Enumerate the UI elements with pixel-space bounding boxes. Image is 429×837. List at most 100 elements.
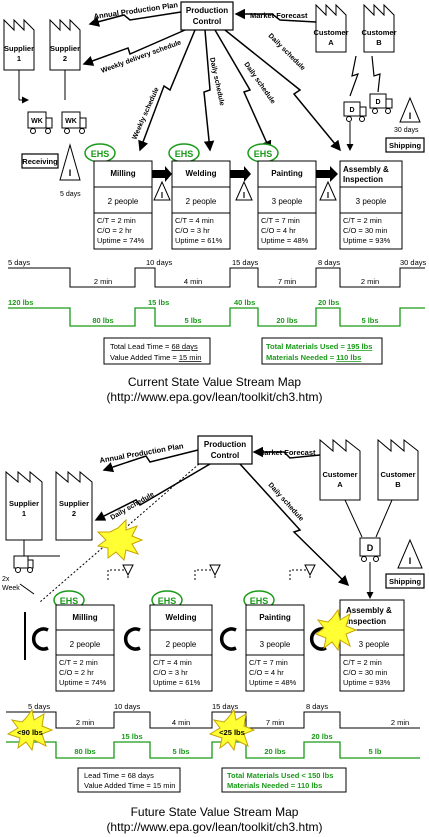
svg-text:15 lbs: 15 lbs — [148, 298, 169, 307]
svg-text:2 min: 2 min — [76, 718, 94, 727]
svg-text:C/O = 3 hr: C/O = 3 hr — [153, 668, 188, 677]
svg-text:Total Materials Used = 195 lbs: Total Materials Used = 195 lbs — [266, 342, 372, 351]
future-state-title: Future State Value Stream Map — [130, 805, 299, 819]
svg-text:Daily schedule: Daily schedule — [267, 32, 307, 72]
current-lead-time-box: Total Lead Time = 68 days Value Added Ti… — [103, 337, 211, 365]
kaizen-burst-schedule — [96, 518, 144, 562]
svg-text:EHS: EHS — [158, 596, 177, 606]
future-materials-line: 15 lbs 20 lbs 80 lbs 5 lbs 20 lbs 5 lb — [6, 732, 420, 759]
svg-text:Painting: Painting — [271, 169, 303, 178]
svg-text:30 days: 30 days — [394, 127, 419, 134]
svg-text:80 lbs: 80 lbs — [92, 316, 113, 325]
svg-text:C/T = 7 min: C/T = 7 min — [261, 216, 300, 225]
svg-text:80 lbs: 80 lbs — [74, 747, 95, 756]
svg-text:Supplier: Supplier — [59, 499, 89, 508]
svg-text:C/T = 2 min: C/T = 2 min — [97, 216, 136, 225]
svg-text:Total Lead Time = 68 days: Total Lead Time = 68 days — [110, 342, 198, 351]
svg-text:Daily schedule: Daily schedule — [267, 482, 305, 523]
current-materials-box: Total Materials Used = 195 lbs Materials… — [261, 337, 383, 365]
svg-text:2: 2 — [63, 54, 67, 63]
svg-text:4 min: 4 min — [172, 718, 190, 727]
future-lead-time-box: Lead Time = 68 days Value Added Time = 1… — [77, 767, 181, 793]
shipping-trucks: D D — [343, 93, 393, 151]
svg-text:Value Added Time = 15 min: Value Added Time = 15 min — [84, 781, 175, 790]
svg-text:Week: Week — [2, 585, 20, 592]
future-materials-box: Total Materials Used < 150 lbs Materials… — [221, 767, 347, 793]
svg-text:Customer: Customer — [313, 28, 348, 37]
customer-b: Customer B — [361, 3, 397, 53]
future-shipping-truck: D — [359, 537, 381, 599]
current-materials-line: 120 lbs 15 lbs 40 lbs 20 lbs 80 lbs 5 lb… — [8, 298, 425, 327]
svg-text:Inspection: Inspection — [343, 175, 383, 184]
svg-text:2 min: 2 min — [361, 277, 379, 286]
svg-text:EHS: EHS — [60, 596, 79, 606]
svg-text:Milling: Milling — [110, 169, 135, 178]
svg-text:3 people: 3 people — [356, 197, 387, 206]
svg-text:2 people: 2 people — [70, 640, 101, 649]
svg-text:8 days: 8 days — [306, 702, 328, 711]
svg-text:3 people: 3 people — [272, 197, 303, 206]
svg-text:Daily schedule: Daily schedule — [208, 57, 225, 107]
svg-text:Uptime = 48%: Uptime = 48% — [261, 236, 309, 245]
svg-text:C/O = 4 hr: C/O = 4 hr — [249, 668, 284, 677]
svg-text:Milling: Milling — [72, 613, 97, 622]
future-customer-b: Customer B — [377, 438, 419, 501]
current-state-title: Current State Value Stream Map — [127, 375, 302, 389]
svg-text:Welding: Welding — [186, 169, 217, 178]
svg-text:Annual Production Plan: Annual Production Plan — [99, 441, 185, 465]
svg-text:I: I — [409, 111, 412, 121]
svg-text:Uptime = 48%: Uptime = 48% — [249, 678, 297, 687]
kaizen-burst-inventory-2: <25 lbs — [208, 708, 256, 752]
future-customer-a: Customer A — [319, 438, 361, 501]
svg-text:C/T = 7 min: C/T = 7 min — [249, 658, 288, 667]
svg-text:Assembly &: Assembly & — [343, 165, 389, 174]
svg-text:Uptime = 74%: Uptime = 74% — [97, 236, 145, 245]
kaizen-burst-inventory-1: <90 lbs — [6, 708, 54, 752]
future-process-assembly-inspection: Assembly & Inspection 3 people C/T = 2 m… — [339, 599, 405, 692]
svg-text:Uptime = 93%: Uptime = 93% — [343, 236, 391, 245]
svg-text:Value Added Time = 15 min: Value Added Time = 15 min — [110, 353, 201, 362]
svg-text:15 lbs: 15 lbs — [121, 732, 142, 741]
svg-text:Uptime = 61%: Uptime = 61% — [153, 678, 201, 687]
svg-text:15 days: 15 days — [212, 702, 239, 711]
current-state-map: Production Control Supplier 1 Supplier 2… — [3, 0, 427, 365]
svg-text:Control: Control — [193, 17, 221, 26]
svg-text:Materials Needed = 110 lbs: Materials Needed = 110 lbs — [266, 353, 361, 362]
svg-text:5 lbs: 5 lbs — [172, 747, 189, 756]
svg-text:WK: WK — [65, 118, 77, 125]
svg-text:B: B — [376, 38, 382, 47]
supplier-1: Supplier 1 — [3, 18, 35, 71]
future-production-control-box: Production Control — [197, 435, 253, 465]
svg-text:Receiving: Receiving — [22, 157, 58, 166]
svg-text:10 days: 10 days — [114, 702, 141, 711]
svg-text:Uptime = 93%: Uptime = 93% — [343, 678, 391, 687]
svg-text:Lead Time = 68 days: Lead Time = 68 days — [84, 771, 154, 780]
svg-text:20 lbs: 20 lbs — [311, 732, 332, 741]
svg-text:Market Forecast: Market Forecast — [250, 11, 308, 20]
svg-text:Assembly &: Assembly & — [346, 606, 392, 615]
svg-text:C/O = 3 hr: C/O = 3 hr — [175, 226, 210, 235]
svg-text:D: D — [375, 99, 380, 106]
svg-text:15 days: 15 days — [232, 258, 259, 267]
svg-text:5 lbs: 5 lbs — [184, 316, 201, 325]
svg-text:2: 2 — [72, 509, 76, 518]
svg-text:Welding: Welding — [166, 613, 197, 622]
current-timeline: 5 days 10 days 15 days 8 days 30 days 2 … — [8, 258, 427, 288]
svg-text:C/T = 2 min: C/T = 2 min — [343, 658, 382, 667]
svg-text:C/T = 2 min: C/T = 2 min — [343, 216, 382, 225]
svg-text:2 people: 2 people — [186, 197, 217, 206]
svg-text:A: A — [328, 38, 334, 47]
ehs-oval-3: EHS — [247, 143, 279, 163]
production-control-box: Production Control — [180, 1, 234, 31]
svg-text:Inspection: Inspection — [346, 617, 386, 626]
svg-text:5 days: 5 days — [28, 702, 50, 711]
current-state-caption: Current State Value Stream Map (http://w… — [0, 375, 429, 405]
svg-text:1: 1 — [17, 54, 21, 63]
svg-text:C/T = 2 min: C/T = 2 min — [59, 658, 98, 667]
svg-text:Control: Control — [211, 451, 239, 460]
push-arrows — [152, 166, 338, 182]
svg-text:7 min: 7 min — [278, 277, 296, 286]
svg-text:D: D — [349, 107, 354, 114]
svg-text:C/T = 4 min: C/T = 4 min — [153, 658, 192, 667]
